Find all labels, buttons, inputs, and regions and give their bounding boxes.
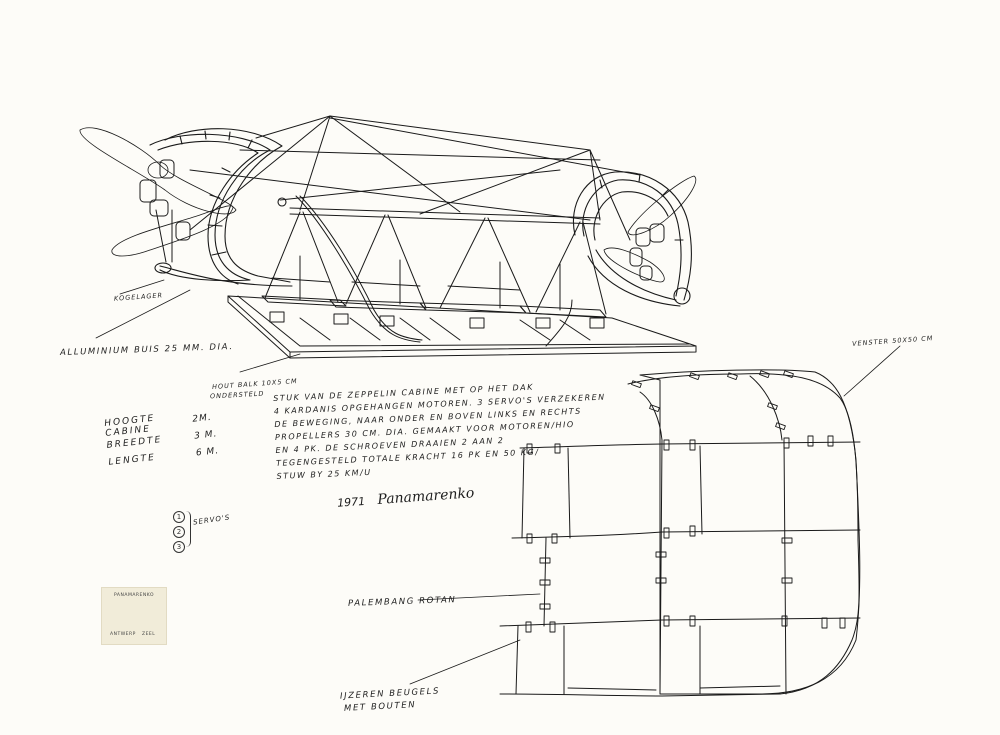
stamp-bottom-left-text: ANTWERP: [110, 632, 136, 637]
signature-year: 1971: [336, 494, 366, 510]
artist-stamp: PANAMARENKO ANTWERP ZEEL: [101, 587, 167, 645]
right-propellers: [603, 175, 696, 283]
left-motors: [139, 159, 191, 263]
stamp-top-text: PANAMARENKO: [114, 593, 154, 598]
leader-lines: [95, 279, 901, 685]
brace-icon: [186, 511, 191, 547]
right-motors: [629, 223, 665, 281]
dimension-value: 3 M.: [193, 428, 218, 442]
servos-legend: 1 2 3 SERVO'S: [173, 511, 231, 556]
left-tube-ring: [149, 128, 293, 287]
base-platform: [227, 295, 697, 359]
truss-frame: [264, 207, 607, 315]
left-propeller-upper: [79, 127, 237, 215]
description-paragraph: STUK VAN DE ZEPPELIN CABINE MET OP HET D…: [273, 378, 606, 483]
dimension-value: 2M.: [191, 412, 213, 425]
servo-number-badge: 2: [173, 526, 185, 538]
left-propeller-lower: [111, 205, 234, 257]
stamp-bottom-right-text: ZEEL: [142, 632, 156, 637]
iron-brackets: [525, 370, 846, 633]
cabin-side-view: [499, 369, 861, 697]
cables: [295, 195, 573, 347]
bracing-wires: [189, 115, 641, 241]
dimension-value: 6 M.: [195, 445, 220, 459]
servo-number-badge: 1: [173, 511, 185, 523]
right-tube-ring: [573, 171, 692, 307]
servo-number-badge: 3: [173, 541, 185, 553]
